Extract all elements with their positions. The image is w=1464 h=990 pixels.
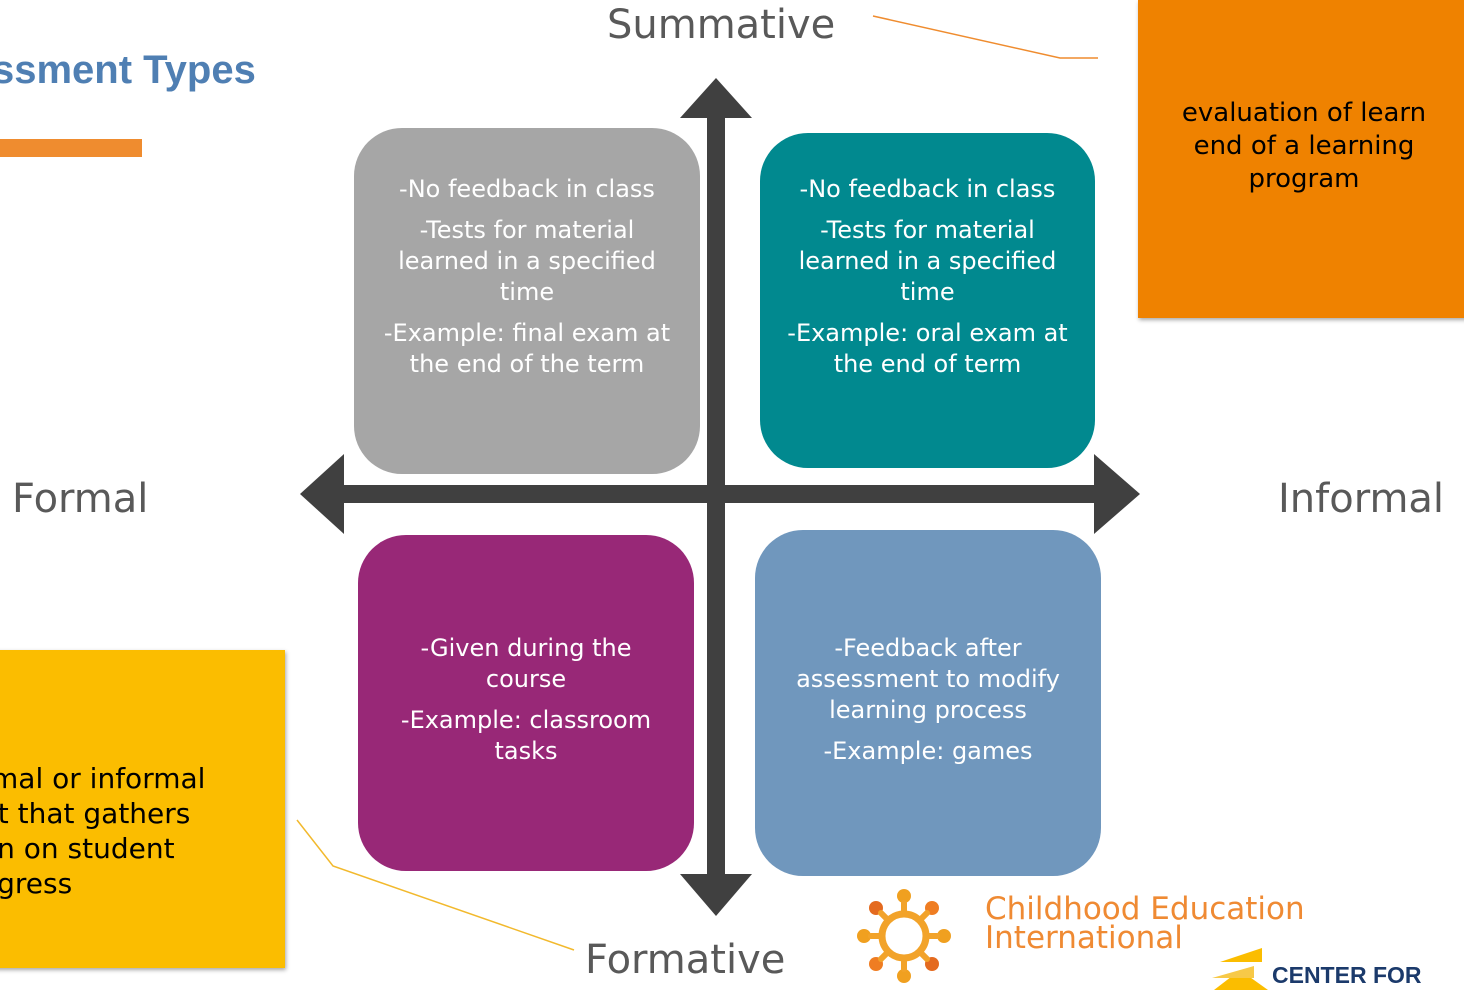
axis-label-formal: Formal	[12, 476, 149, 522]
quadrant-text-line: -Example: oral exam at the end of term	[787, 319, 1068, 378]
summative-connector-line	[872, 15, 1098, 59]
center-for-logo-icon	[1212, 948, 1268, 990]
axis-label-informal: Informal	[1278, 476, 1445, 522]
quadrant-text-line: -Given during the course	[420, 634, 632, 693]
quadrant-informal-formative: -Feedback after assessment to modify lea…	[755, 530, 1101, 876]
quadrant-text-line: -Example: games	[823, 737, 1033, 765]
quadrant-text-line: -No feedback in class	[799, 175, 1056, 203]
quadrant-formal-summative: -No feedback in class -Tests for materia…	[354, 128, 700, 474]
quadrant-text-line: -Tests for material learned in a specifi…	[398, 216, 656, 306]
logo-org-name: Childhood Education International	[985, 891, 1305, 956]
formative-note-text: rmal or informal nt that gathers on on s…	[0, 762, 206, 900]
quadrant-text-line: -Example: final exam at the end of the t…	[383, 319, 671, 378]
quadrant-formal-formative: -Given during the course -Example: class…	[358, 535, 694, 871]
center-for-text: CENTER FOR	[1272, 962, 1422, 988]
quadrant-text-line: -Tests for material learned in a specifi…	[798, 216, 1057, 306]
quadrant-informal-summative: -No feedback in class -Tests for materia…	[760, 133, 1095, 468]
quadrant-text-line: -Feedback after assessment to modify lea…	[796, 634, 1060, 724]
axis-label-formative: Formative	[585, 937, 786, 983]
formative-note: rmal or informal nt that gathers on on s…	[0, 650, 285, 968]
quadrant-text-line: -No feedback in class	[399, 175, 655, 203]
formative-connector-line	[296, 819, 575, 951]
childhood-education-logo-icon	[857, 889, 951, 983]
summative-note-text: evaluation of learn end of a learning pr…	[1181, 98, 1427, 194]
horizontal-axis-arrow	[300, 454, 1140, 534]
title-accent-bar	[0, 139, 142, 157]
axis-label-summative: Summative	[607, 2, 836, 48]
slide-title: ssment Types	[0, 48, 256, 92]
quadrant-text-line: -Example: classroom tasks	[400, 706, 652, 765]
summative-note: evaluation of learn end of a learning pr…	[1138, 0, 1464, 318]
